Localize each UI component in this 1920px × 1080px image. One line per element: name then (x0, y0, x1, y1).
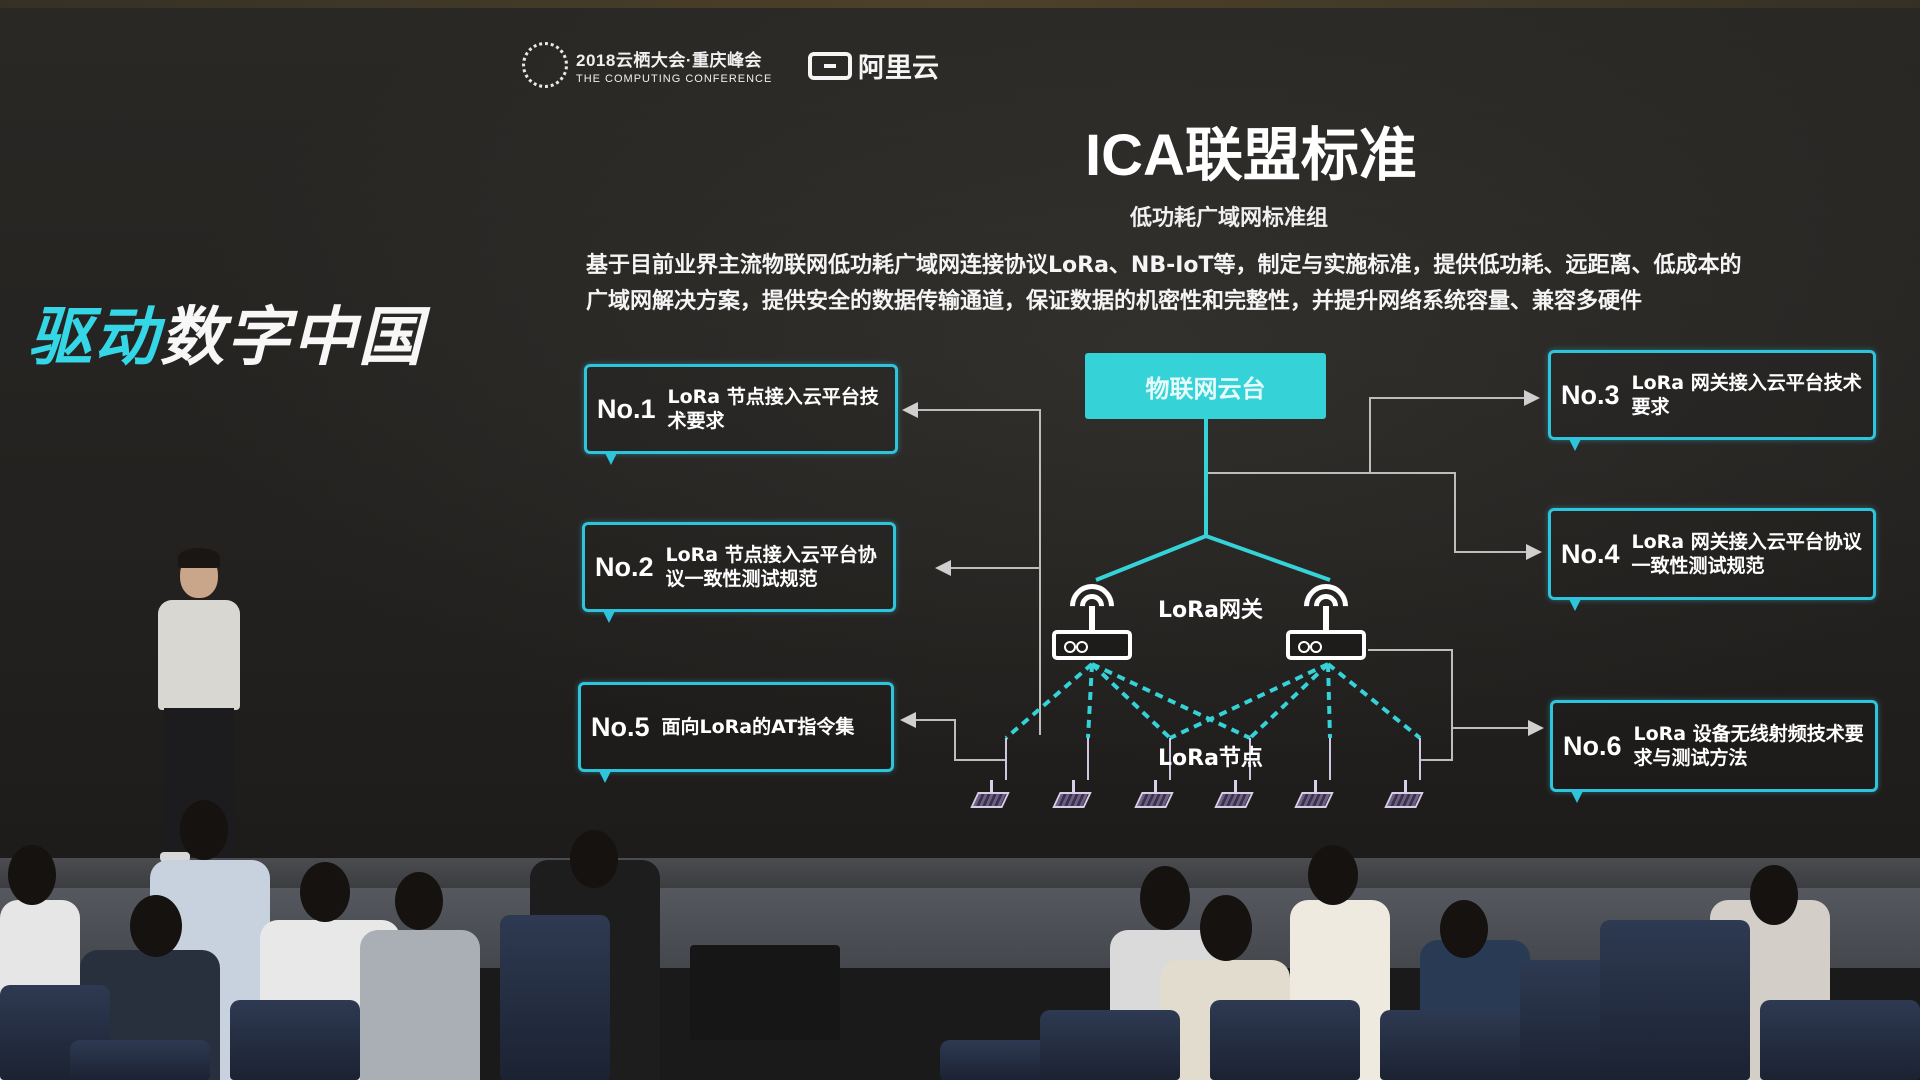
gateway-label: LoRa网关 (1158, 598, 1263, 623)
aliyun-logo-icon (808, 51, 852, 80)
diagram-connectors (900, 390, 1544, 780)
standard-number: No.1 (597, 393, 656, 424)
standard-number: No.2 (595, 551, 654, 582)
conference-logo-icon (522, 42, 568, 88)
gateway-left-icon (1052, 574, 1132, 664)
node-label: LoRa节点 (1158, 746, 1263, 771)
slide-title: ICA联盟标准 (1085, 123, 1417, 188)
slide-description: 基于目前业界主流物联网低功耗广域网连接协议LoRa、NB-IoT等，制定与实施标… (586, 248, 1886, 320)
connector-no3 (1206, 390, 1540, 474)
connector-no5 (900, 712, 1006, 761)
standard-no2: No.2 LoRa 节点接入云平台协议一致性测试规范 (582, 522, 896, 623)
standard-number: No.4 (1561, 538, 1620, 569)
standard-number: No.6 (1563, 730, 1622, 761)
slide-subtitle: 低功耗广域网标准组 (1130, 206, 1329, 231)
connector-no1 (902, 402, 1041, 735)
standard-text: 面向LoRa的AT指令集 (661, 716, 855, 738)
conference-logo-subtitle: THE COMPUTING CONFERENCE (576, 72, 773, 85)
standard-text: LoRa 节点接入云平台技术要求 (667, 386, 879, 432)
standard-no4: No.4 LoRa 网关接入云平台协议一致性测试规范 (1548, 508, 1876, 611)
description-line-1: 基于目前业界主流物联网低功耗广域网连接协议LoRa、NB-IoT等，制定与实施标… (586, 253, 1742, 278)
lora-node-icon (1384, 780, 1424, 810)
stage-floor (0, 858, 1920, 888)
standard-no5: No.5 面向LoRa的AT指令集 (578, 682, 894, 783)
lora-node-icon (1214, 780, 1254, 810)
gateway-right-icon (1286, 574, 1366, 664)
connector-no4 (1370, 472, 1542, 560)
stage-monitor (690, 945, 840, 1040)
lora-node-icon (970, 780, 1010, 810)
aliyun-logo: 阿里云 (808, 46, 939, 85)
standard-no3: No.3 LoRa 网关接入云平台技术要求 (1548, 350, 1876, 451)
cloud-link-left (1095, 534, 1207, 582)
standard-text: LoRa 设备无线射频技术要求与测试方法 (1633, 723, 1864, 769)
conference-logo-title: 2018云栖大会·重庆峰会 (576, 50, 762, 70)
standard-number: No.5 (591, 711, 650, 742)
slogan-highlight: 驱动 (28, 301, 160, 375)
standard-text: LoRa 节点接入云平台协议一致性测试规范 (665, 544, 877, 590)
standard-text: LoRa 网关接入云平台协议一致性测试规范 (1631, 531, 1862, 577)
standard-no1: No.1 LoRa 节点接入云平台技术要求 (584, 364, 898, 465)
cloud-link-right (1205, 534, 1331, 582)
projection-screen: 2018云栖大会·重庆峰会 THE COMPUTING CONFERENCE 阿… (0, 0, 1920, 860)
cloud-platform-box: 物联网云台 (1085, 353, 1326, 419)
presenter (150, 548, 250, 872)
aliyun-logo-text: 阿里云 (858, 53, 939, 83)
lora-node-icon (1052, 780, 1092, 810)
slogan-rest: 数字中国 (160, 301, 424, 375)
lora-node-icon (1294, 780, 1334, 810)
standard-no6: No.6 LoRa 设备无线射频技术要求与测试方法 (1550, 700, 1878, 803)
lora-node-icon (1134, 780, 1174, 810)
cloud-platform-label: 物联网云台 (1145, 374, 1266, 403)
connector-no6 (1368, 649, 1544, 761)
standard-number: No.3 (1561, 379, 1620, 410)
standard-text: LoRa 网关接入云平台技术要求 (1631, 372, 1862, 418)
conference-logo: 2018云栖大会·重庆峰会 THE COMPUTING CONFERENCE (522, 42, 772, 88)
description-line-2: 广域网解决方案，提供安全的数据传输通道，保证数据的机密性和完整性，并提升网络系统… (586, 289, 1643, 314)
slogan: 驱动数字中国 (28, 286, 424, 378)
